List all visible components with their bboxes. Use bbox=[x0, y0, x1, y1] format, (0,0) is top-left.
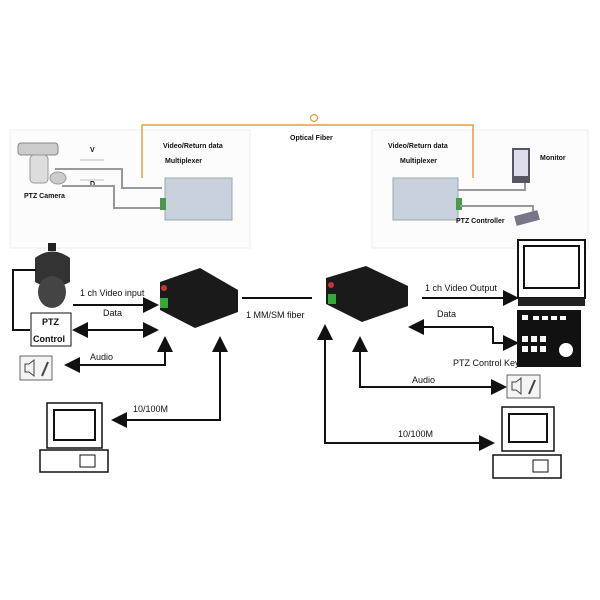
video-label: V bbox=[90, 147, 95, 154]
left-audio-label: Audio bbox=[90, 352, 113, 362]
video-output-label: 1 ch Video Output bbox=[425, 283, 497, 293]
right-fiber-converter-icon bbox=[326, 266, 408, 322]
ptz-camera-icon bbox=[17, 142, 67, 185]
ptz-camera-label: PTZ Camera bbox=[24, 193, 65, 200]
video-input-label: 1 ch Video input bbox=[80, 288, 145, 298]
left-audio-arrow bbox=[64, 336, 173, 373]
fiber-loop-icon bbox=[309, 113, 319, 123]
ptz-control-label-1: PTZ bbox=[42, 317, 60, 327]
left-fiber-converter-icon bbox=[160, 268, 238, 328]
right-ethernet-label: 10/100M bbox=[398, 429, 433, 439]
left-mux-label-1: Video/Return data bbox=[163, 143, 223, 150]
right-mux-label-1: Video/Return data bbox=[388, 143, 448, 150]
monitor-label: Monitor bbox=[540, 155, 566, 162]
left-mux-label-2: Multiplexer bbox=[165, 158, 202, 165]
optical-fiber-label: Optical Fiber bbox=[290, 135, 333, 142]
monitor-icon bbox=[512, 148, 530, 183]
right-computer-icon bbox=[492, 406, 562, 479]
monitor-icon bbox=[517, 239, 586, 306]
dome-camera-icon bbox=[35, 243, 70, 308]
data-label: D bbox=[90, 181, 95, 188]
speaker-microphone-icon bbox=[506, 374, 541, 399]
left-data-label: Data bbox=[103, 308, 122, 318]
speaker-microphone-icon bbox=[19, 355, 53, 381]
ptz-control-label-2: Control bbox=[33, 334, 65, 344]
ptz-controller-icon bbox=[514, 210, 540, 226]
keyboard-label: PTZ Control Keyboard bbox=[453, 358, 543, 368]
right-multiplexer-icon bbox=[392, 177, 462, 221]
keyboard-icon bbox=[517, 310, 581, 367]
right-mux-label-2: Multiplexer bbox=[400, 158, 437, 165]
right-data-label: Data bbox=[437, 309, 456, 319]
left-ethernet-label: 10/100M bbox=[133, 404, 168, 414]
left-multiplexer-icon bbox=[160, 177, 233, 221]
left-computer-icon bbox=[39, 402, 109, 473]
left-ethernet-arrow bbox=[111, 336, 228, 428]
right-ethernet-arrow bbox=[317, 324, 495, 451]
fiber-label: 1 MM/SM fiber bbox=[246, 310, 305, 320]
optical-fiber-line bbox=[141, 124, 474, 178]
ptz-controller-label: PTZ Controller bbox=[456, 218, 505, 225]
right-audio-label: Audio bbox=[412, 375, 435, 385]
